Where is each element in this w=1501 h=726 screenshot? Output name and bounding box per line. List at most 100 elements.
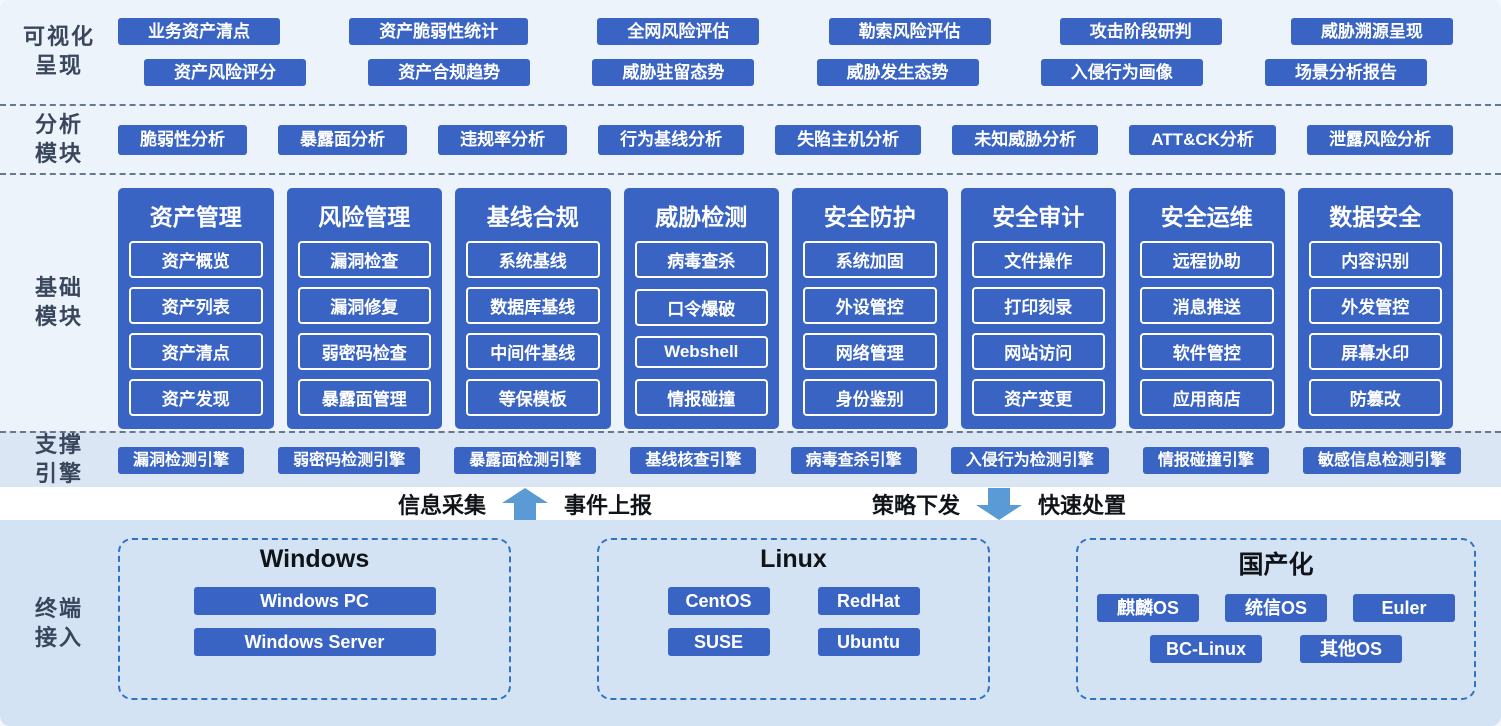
engines-content: 漏洞检测引擎 弱密码检测引擎 暴露面检测引擎 基线核查引擎 病毒查杀引擎 入侵行… [118,433,1501,487]
label-line: 可视化 [22,24,95,50]
analysis-item: 暴露面分析 [278,124,408,155]
visualization-row-2: 资产风险评分 资产合规趋势 威胁驻留态势 威胁发生态势 入侵行为画像 场景分析报… [118,59,1453,86]
engine-item: 情报碰撞引擎 [1142,446,1269,474]
analysis-item: 失陷主机分析 [775,124,922,155]
module-item: 等保模板 [466,379,600,416]
section-visualization: 可视化 呈现 业务资产清点 资产脆弱性统计 全网风险评估 勒索风险评估 攻击阶段… [0,0,1501,104]
viz-item: 场景分析报告 [1264,59,1427,86]
analysis-item: 泄露风险分析 [1306,124,1453,155]
module-item: 屏幕水印 [1308,333,1442,370]
module-item: 打印刻录 [971,287,1105,324]
module-card-security-protection: 安全防护 系统加固 外设管控 网络管理 身份鉴别 [792,188,948,429]
module-item: 身份鉴别 [803,379,937,416]
module-card-security-operations: 安全运维 远程协助 消息推送 软件管控 应用商店 [1129,188,1285,429]
viz-item: 威胁溯源呈现 [1290,18,1453,45]
section-label-engines: 支撑 引擎 [0,432,118,487]
module-item: 应用商店 [1140,379,1274,416]
module-item: 软件管控 [1140,333,1274,370]
label-line: 基础 [34,275,83,301]
module-item: 资产清点 [129,333,263,370]
module-item: 口令爆破 [634,288,768,326]
label-line: 呈现 [34,53,83,78]
terminal-item: RedHat [817,587,920,615]
section-label-terminal-access: 终端 接入 [0,520,118,726]
terminal-content: Windows Windows PC Windows Server Linux … [118,520,1501,726]
engine-item: 基线核查引擎 [630,446,757,474]
down-arrow-icon [976,487,1023,520]
section-terminal-access: 终端 接入 Windows Windows PC Windows Server … [0,520,1501,726]
terminal-row: 麒麟OS 统信OS Euler [1078,594,1474,622]
terminal-row: Windows Server [120,628,509,656]
viz-item: 威胁发生态势 [816,59,979,86]
analysis-content: 脆弱性分析 暴露面分析 违规率分析 行为基线分析 失陷主机分析 未知威胁分析 A… [118,106,1501,173]
terminal-item: 麒麟OS [1097,594,1199,622]
module-item: 消息推送 [1140,287,1274,324]
module-item: 防篡改 [1308,379,1442,416]
module-item: 资产概览 [129,241,263,278]
viz-item: 入侵行为画像 [1040,59,1203,86]
engine-item: 弱密码检测引擎 [278,446,421,474]
engine-item: 病毒查杀引擎 [790,446,917,474]
module-item: 网站访问 [971,333,1105,370]
flow-group-downstream: 策略下发 快速处置 [872,487,1126,520]
module-item: 文件操作 [971,241,1105,278]
terminal-item: SUSE [667,628,770,656]
module-item: 漏洞检查 [297,241,431,278]
module-item: Webshell [634,336,768,369]
section-base-modules: 基础 模块 资产管理 资产概览 资产列表 资产清点 资产发现 风险管理 漏洞检查… [0,173,1501,431]
module-item: 资产发现 [129,379,263,416]
flow-label-collect: 信息采集 [398,492,487,518]
up-arrow-icon [502,487,549,520]
base-modules-grid: 资产管理 资产概览 资产列表 资产清点 资产发现 风险管理 漏洞检查 漏洞修复 … [118,175,1501,431]
module-items: 系统加固 外设管控 网络管理 身份鉴别 [792,235,948,429]
module-card-risk-management: 风险管理 漏洞检查 漏洞修复 弱密码检查 暴露面管理 [286,188,443,429]
terminal-row: SUSE Ubuntu [599,628,988,656]
module-item: 资产列表 [129,287,263,324]
visualization-row-1: 业务资产清点 资产脆弱性统计 全网风险评估 勒索风险评估 攻击阶段研判 威胁溯源… [118,18,1453,45]
label-line: 分析 [34,111,83,137]
module-item: 资产变更 [971,379,1105,416]
viz-item: 资产脆弱性统计 [349,18,529,45]
terminal-item: 统信OS [1225,594,1327,622]
module-item: 中间件基线 [466,333,600,370]
module-title: 数据安全 [1329,204,1422,230]
analysis-item: ATT&CK分析 [1129,124,1276,155]
engine-item: 敏感信息检测引擎 [1302,446,1461,474]
flow-label-handle: 快速处置 [1038,492,1127,518]
flow-label-dispatch: 策略下发 [872,492,961,518]
module-items: 内容识别 外发管控 屏幕水印 防篡改 [1298,235,1454,429]
module-item: 病毒查杀 [634,241,768,278]
section-label-base-modules: 基础 模块 [0,175,118,431]
module-items: 文件操作 打印刻录 网站访问 资产变更 [961,235,1117,429]
module-title: 威胁检测 [655,204,748,230]
viz-item: 勒索风险评估 [828,18,991,45]
terminal-row: BC-Linux 其他OS [1078,635,1474,663]
analysis-item: 未知威胁分析 [952,124,1099,155]
label-line: 模块 [34,304,83,329]
module-item: 网络管理 [803,333,937,370]
module-item: 外发管控 [1308,287,1442,324]
module-item: 弱密码检查 [297,333,431,370]
section-engines: 支撑 引擎 漏洞检测引擎 弱密码检测引擎 暴露面检测引擎 基线核查引擎 病毒查杀… [0,431,1501,487]
terminal-row: Windows PC [120,587,509,615]
section-label-visualization: 可视化 呈现 [0,0,118,104]
module-title: 风险管理 [318,204,411,230]
viz-item: 威胁驻留态势 [592,59,755,86]
module-title: 资产管理 [149,204,242,230]
module-item: 系统加固 [803,241,937,278]
module-item: 数据库基线 [466,287,600,324]
engine-item: 暴露面检测引擎 [454,446,597,474]
module-items: 系统基线 数据库基线 中间件基线 等保模板 [455,235,611,429]
terminal-item: Windows Server [193,628,436,656]
viz-item: 全网风险评估 [597,18,760,45]
module-items: 漏洞检查 漏洞修复 弱密码检查 暴露面管理 [287,235,443,429]
module-item: 暴露面管理 [297,379,431,416]
terminal-group-windows: Windows Windows PC Windows Server [118,538,511,700]
module-items: 病毒查杀 口令爆破 Webshell 情报碰撞 [624,235,780,429]
module-title: 安全运维 [1160,204,1253,230]
module-item: 内容识别 [1308,241,1442,278]
terminal-group-title: 国产化 [1238,551,1314,579]
module-items: 远程协助 消息推送 软件管控 应用商店 [1129,235,1285,429]
module-card-threat-detection: 威胁检测 病毒查杀 口令爆破 Webshell 情报碰撞 [623,188,780,429]
